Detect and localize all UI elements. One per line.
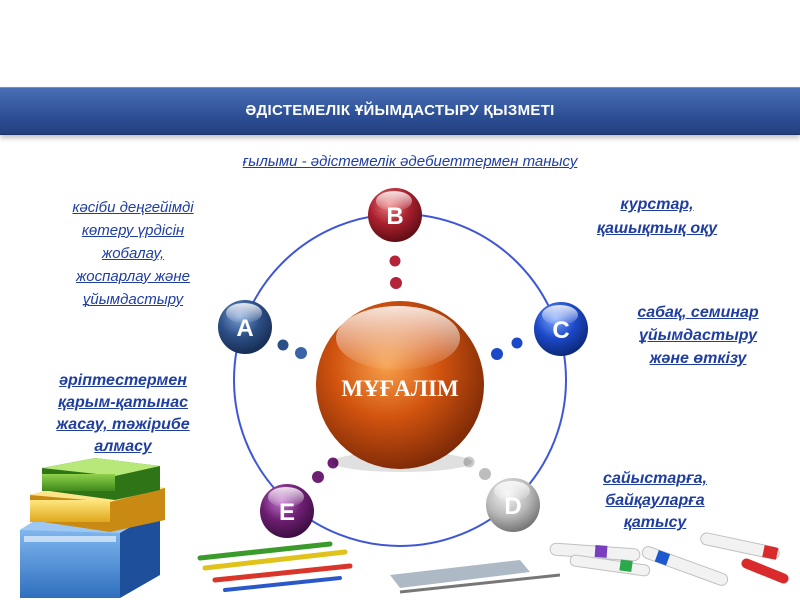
note-c-line: сабақ, семинар: [637, 304, 759, 321]
note-d-line: байқауларға: [605, 492, 705, 509]
node-d: D: [486, 478, 540, 532]
node-e-label: E: [279, 499, 295, 526]
dot-e-2: [312, 471, 324, 483]
note-d-line: қатысу: [623, 514, 687, 531]
note-b-line: қашықтық оқу: [596, 220, 718, 237]
node-b: B: [368, 188, 422, 242]
note-a-line: кәсіби деңгейімді: [72, 199, 194, 216]
dot-b-1: [389, 255, 401, 267]
note-a: кәсіби деңгейімді көтеру үрдісін жобалау…: [38, 196, 228, 311]
dot-b-2: [390, 277, 402, 289]
note-b-line: курстар,: [620, 196, 694, 213]
center-sphere: МҰҒАЛІМ: [316, 301, 484, 472]
note-b: курстар, қашықтық оқу: [572, 193, 742, 241]
dot-e-1: [327, 457, 339, 469]
glass-reflection: [612, 268, 762, 304]
note-a-line: жоспарлау және: [75, 268, 190, 285]
banner-title: ӘДІСТЕМЕЛІК ҰЙЫМДАСТЫРУ ҚЫЗМЕТІ: [245, 102, 555, 119]
note-d-line: сайыстарға,: [603, 470, 707, 487]
node-b-label: B: [386, 203, 403, 230]
node-e: E: [260, 484, 314, 538]
node-c: C: [534, 302, 588, 356]
dot-d-1: [463, 456, 475, 468]
note-top: ғылыми - әдістемелік әдебиеттермен таныс…: [242, 153, 578, 170]
books-illustration: [20, 458, 165, 598]
note-e-line: жасау, тәжірибе: [56, 416, 190, 433]
dot-d-2: [479, 468, 491, 480]
note-e: әріптестермен қарым-қатынас жасау, тәжір…: [28, 370, 218, 458]
note-c-line: және өткізу: [649, 350, 747, 367]
node-d-label: D: [504, 493, 521, 520]
node-a: A: [218, 300, 272, 354]
title-banner: ӘДІСТЕМЕЛІК ҰЙЫМДАСТЫРУ ҚЫЗМЕТІ: [0, 87, 800, 135]
dot-a-2: [295, 347, 307, 359]
connector-dots: [277, 255, 523, 483]
note-e-line: қарым-қатынас: [58, 394, 188, 411]
note-e-line: алмасу: [94, 438, 152, 455]
dot-c-1: [511, 337, 523, 349]
dot-a-1: [277, 339, 289, 351]
note-a-line: жобалау,: [101, 245, 165, 262]
center-label: МҰҒАЛІМ: [341, 376, 459, 401]
note-a-line: көтеру үрдісін: [81, 222, 185, 239]
note-a-line: ұйымдастыру: [82, 291, 184, 308]
node-a-label: A: [236, 315, 253, 342]
stationery-illustration: [197, 532, 789, 594]
note-e-line: әріптестермен: [59, 372, 187, 389]
node-c-label: C: [552, 317, 569, 344]
note-c-line: ұйымдастыру: [638, 327, 757, 344]
dot-c-2: [491, 348, 503, 360]
note-c: сабақ, семинар ұйымдастыру және өткізу: [608, 301, 788, 370]
note-d: сайыстарға, байқауларға қатысу: [570, 468, 740, 534]
